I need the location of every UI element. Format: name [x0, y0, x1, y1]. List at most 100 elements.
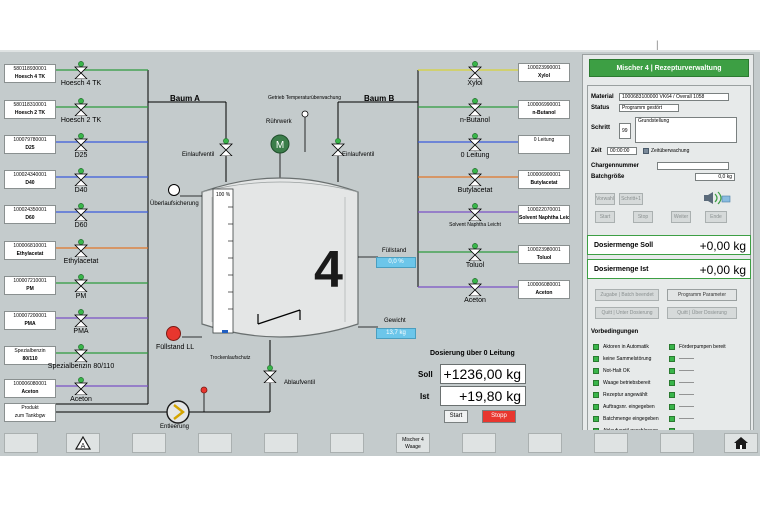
zugabe-button[interactable]: Zugabe | Batch beendet — [595, 289, 659, 301]
valve-right-label: Xylol — [467, 80, 483, 87]
fkey-8[interactable] — [462, 433, 496, 453]
fkey-3[interactable] — [132, 433, 166, 453]
speaker-icon[interactable] — [701, 191, 731, 205]
valve-left-2[interactable] — [74, 133, 88, 156]
valve-left-0[interactable] — [74, 61, 88, 84]
tag-name: PMA — [24, 321, 36, 327]
valve-right-4[interactable] — [468, 203, 482, 226]
condition-ok-icon — [593, 415, 599, 422]
valve-right-6[interactable] — [468, 278, 482, 301]
tag-id: 100006810001 — [13, 243, 47, 249]
tag-name: D25 — [25, 145, 35, 151]
batchgroesse-label: Batchgröße — [591, 174, 625, 180]
condition-text: ——— — [679, 404, 694, 410]
quitt-unter-button[interactable]: Quitt | Unter Dosierung — [595, 307, 659, 319]
ende-button[interactable]: Ende — [705, 211, 727, 223]
schritt-plus-button[interactable]: Schritt+1 — [619, 193, 643, 205]
tag-id: 100023990001 — [527, 65, 561, 71]
valve-right-5[interactable] — [468, 243, 482, 266]
panel-title[interactable]: Mischer 4 | Rezepturverwaltung — [589, 59, 749, 77]
produkt-line1: Produkt — [21, 405, 39, 411]
dosing-soll-value: +1236,00 kg — [440, 364, 526, 384]
fkey-10[interactable] — [594, 433, 628, 453]
tag-id: 100006080001 — [13, 381, 47, 387]
valve-left-6[interactable] — [74, 274, 88, 297]
valve-right-2[interactable] — [468, 133, 482, 156]
condition-text: Auftragsnr. eingegeben — [603, 404, 655, 410]
batchgroesse-field[interactable]: 0,0 kg — [695, 173, 735, 181]
quitt-ueber-button[interactable]: Quitt | Über Dosierung — [667, 307, 737, 319]
condition-ok-icon — [669, 343, 675, 350]
valve-left-1[interactable] — [74, 98, 88, 121]
valve-left-8[interactable] — [74, 344, 88, 367]
valve-einlauf-right[interactable] — [331, 138, 345, 161]
valve-right-1[interactable] — [468, 98, 482, 121]
warning-button[interactable]: A — [66, 433, 100, 453]
fkey-6[interactable] — [330, 433, 364, 453]
stop-button[interactable]: Stop — [633, 211, 653, 223]
produkt-tag[interactable]: Produkt zum Tankbgw — [4, 403, 56, 422]
home-button[interactable] — [724, 433, 758, 453]
zeitueberwachung-label: Zeitüberwachung — [651, 148, 690, 154]
condition-right: Förderpumpen bereit — [669, 343, 726, 351]
condition-left: Waage betriebsbereit — [593, 379, 650, 387]
start-button[interactable]: Start — [595, 211, 615, 223]
tag-name: 80/110 — [22, 356, 38, 362]
fkey-9[interactable] — [528, 433, 562, 453]
ueberlauf-sensor-icon — [168, 184, 180, 196]
condition-ok-icon — [669, 403, 675, 410]
recipe-panel: Mischer 4 | Rezepturverwaltung Material … — [582, 54, 754, 452]
zeitueberwachung-checkbox[interactable] — [643, 148, 649, 154]
valve-right-0[interactable] — [468, 61, 482, 84]
dosing-stopp-button[interactable]: Stopp — [482, 410, 516, 423]
valve-left-5[interactable] — [74, 239, 88, 262]
right-tag-2[interactable]: 0 Leitung — [518, 135, 570, 154]
fkey-4[interactable] — [198, 433, 232, 453]
mischer-waage-button[interactable]: Mischer 4 Waage — [396, 433, 430, 453]
vorwahl-button[interactable]: Vorwahl — [595, 193, 615, 205]
condition-text: Batchmenge eingegeben — [603, 416, 659, 422]
condition-right: ——— — [669, 355, 694, 363]
fkey-11[interactable] — [660, 433, 694, 453]
tag-name: Hoesch 4 TK — [14, 74, 46, 80]
dosing-start-button[interactable]: Start — [444, 410, 468, 423]
valve-left-label: Hoesch 4 TK — [60, 80, 102, 87]
valve-left-7[interactable] — [74, 309, 88, 332]
fkey-5[interactable] — [264, 433, 298, 453]
weiter-button[interactable]: Weiter — [671, 211, 691, 223]
valve-einlauf-left[interactable] — [219, 138, 233, 161]
valve-left-3[interactable] — [74, 168, 88, 191]
valve-left-9[interactable] — [74, 377, 88, 400]
tag-id: 100023980001 — [527, 247, 561, 253]
condition-text: keine Sammelstörung — [603, 356, 652, 362]
condition-text: Aktoren in Automatik — [603, 344, 649, 350]
valve-left-4[interactable] — [74, 203, 88, 226]
valve-ablauf[interactable] — [263, 365, 277, 388]
fkey-1[interactable] — [4, 433, 38, 453]
trockenlaufschutz-label: Trockenlaufschutz — [210, 355, 251, 361]
chargennummer-field[interactable] — [657, 162, 729, 170]
produkt-line2: zum Tankbgw — [14, 413, 46, 419]
valve-right-3[interactable] — [468, 168, 482, 191]
programm-parameter-button[interactable]: Programm Parameter — [667, 289, 737, 301]
condition-ok-icon — [593, 343, 599, 350]
tag-id: 100007210001 — [13, 278, 47, 284]
valve-left-label: Ethylacetat — [63, 258, 99, 265]
condition-ok-icon — [669, 355, 675, 362]
